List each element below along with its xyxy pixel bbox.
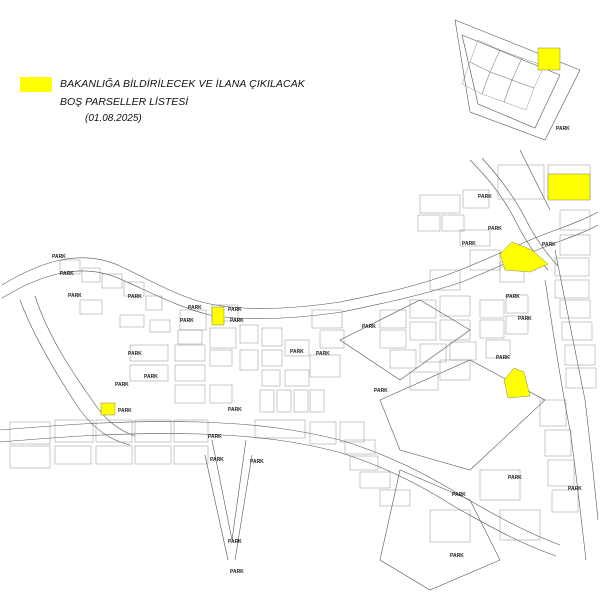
legend-swatch bbox=[20, 77, 52, 92]
park-label: PARK bbox=[556, 126, 570, 132]
park-label: PARK bbox=[568, 486, 582, 492]
legend-date: (01.08.2025) bbox=[85, 113, 142, 124]
highlight-parcel bbox=[211, 306, 225, 326]
highlight-parcel bbox=[499, 241, 549, 273]
park-labels: PARK PARK PARK PARK PARK PARK PARK PARK … bbox=[52, 126, 582, 575]
park-label: PARK bbox=[180, 318, 194, 324]
park-label: PARK bbox=[362, 324, 376, 330]
legend-subtitle: BOŞ PARSELLER LİSTESİ bbox=[60, 96, 189, 108]
park-label: PARK bbox=[374, 388, 388, 394]
park-label: PARK bbox=[506, 294, 520, 300]
park-label: PARK bbox=[230, 569, 244, 575]
park-label: PARK bbox=[115, 382, 129, 388]
park-label: PARK bbox=[496, 355, 510, 361]
park-label: PARK bbox=[228, 307, 242, 313]
park-label: PARK bbox=[250, 459, 264, 465]
highlight-parcel bbox=[100, 402, 116, 416]
park-label: PARK bbox=[450, 553, 464, 559]
park-label: PARK bbox=[60, 271, 74, 277]
park-label: PARK bbox=[52, 254, 66, 260]
park-label: PARK bbox=[290, 349, 304, 355]
park-label: PARK bbox=[144, 374, 158, 380]
highlight-parcel bbox=[547, 173, 591, 201]
park-label: PARK bbox=[518, 316, 532, 322]
park-label: PARK bbox=[542, 242, 556, 248]
highlighted-parcels[interactable] bbox=[100, 47, 591, 416]
park-label: PARK bbox=[188, 305, 202, 311]
park-label: PARK bbox=[128, 294, 142, 300]
parcel-boundaries bbox=[9, 39, 597, 543]
park-label: PARK bbox=[208, 434, 222, 440]
park-label: PARK bbox=[478, 194, 492, 200]
park-label: PARK bbox=[316, 351, 330, 357]
park-label: PARK bbox=[228, 407, 242, 413]
park-label: PARK bbox=[68, 293, 82, 299]
park-label: PARK bbox=[462, 241, 476, 247]
park-label: PARK bbox=[230, 318, 244, 324]
park-label: PARK bbox=[452, 492, 466, 498]
legend-title: BAKANLIĞA BİLDİRİLECEK VE İLANA ÇIKILACA… bbox=[60, 78, 305, 90]
highlight-parcel bbox=[537, 47, 561, 71]
park-label: PARK bbox=[118, 408, 132, 414]
park-label: PARK bbox=[488, 226, 502, 232]
park-label: PARK bbox=[228, 539, 242, 545]
highlight-parcel bbox=[503, 367, 531, 399]
park-label: PARK bbox=[210, 457, 224, 463]
road-network bbox=[0, 19, 599, 591]
park-label: PARK bbox=[508, 475, 522, 481]
park-label: PARK bbox=[128, 351, 142, 357]
